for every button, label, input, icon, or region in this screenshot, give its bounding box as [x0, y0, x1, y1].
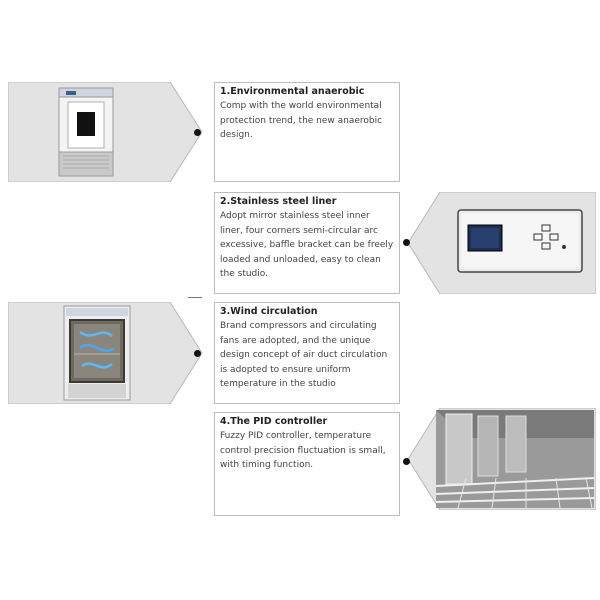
section-3-connector-dot [194, 350, 201, 357]
feature-box-3: 3.Wind circulation Brand compressors and… [214, 302, 400, 404]
steel-shelves-image [435, 410, 595, 509]
feature-description: Fuzzy PID controller, temperature contro… [220, 431, 386, 470]
incubator-front-image [58, 87, 114, 177]
open-chamber-image [63, 305, 131, 401]
section-3-banner [8, 302, 204, 404]
feature-box-4: 4.The PID controller Fuzzy PID controlle… [214, 412, 400, 516]
section-2-connector-dot [403, 239, 410, 246]
section-4-banner [406, 408, 596, 510]
section-2-banner [406, 192, 596, 294]
feature-title: 4.The PID controller [220, 416, 328, 427]
feature-description: Comp with the world environmental protec… [220, 101, 383, 140]
section-4-connector-dot [403, 458, 410, 465]
section-1-connector-dot [194, 129, 201, 136]
feature-box-2: 2.Stainless steel liner Adopt mirror sta… [214, 192, 400, 294]
feature-description: Adopt mirror stainless steel inner liner… [220, 211, 394, 279]
section-1-banner [8, 82, 204, 182]
feature-description: Brand compressors and circulating fans a… [220, 321, 388, 389]
feature-title: 1.Environmental anaerobic [220, 86, 365, 97]
feature-box-1: 1.Environmental anaerobic Comp with the … [214, 82, 400, 182]
feature-title: 2.Stainless steel liner [220, 196, 337, 207]
divider-tick [188, 297, 202, 298]
control-panel-image [457, 209, 583, 273]
feature-title: 3.Wind circulation [220, 306, 318, 317]
